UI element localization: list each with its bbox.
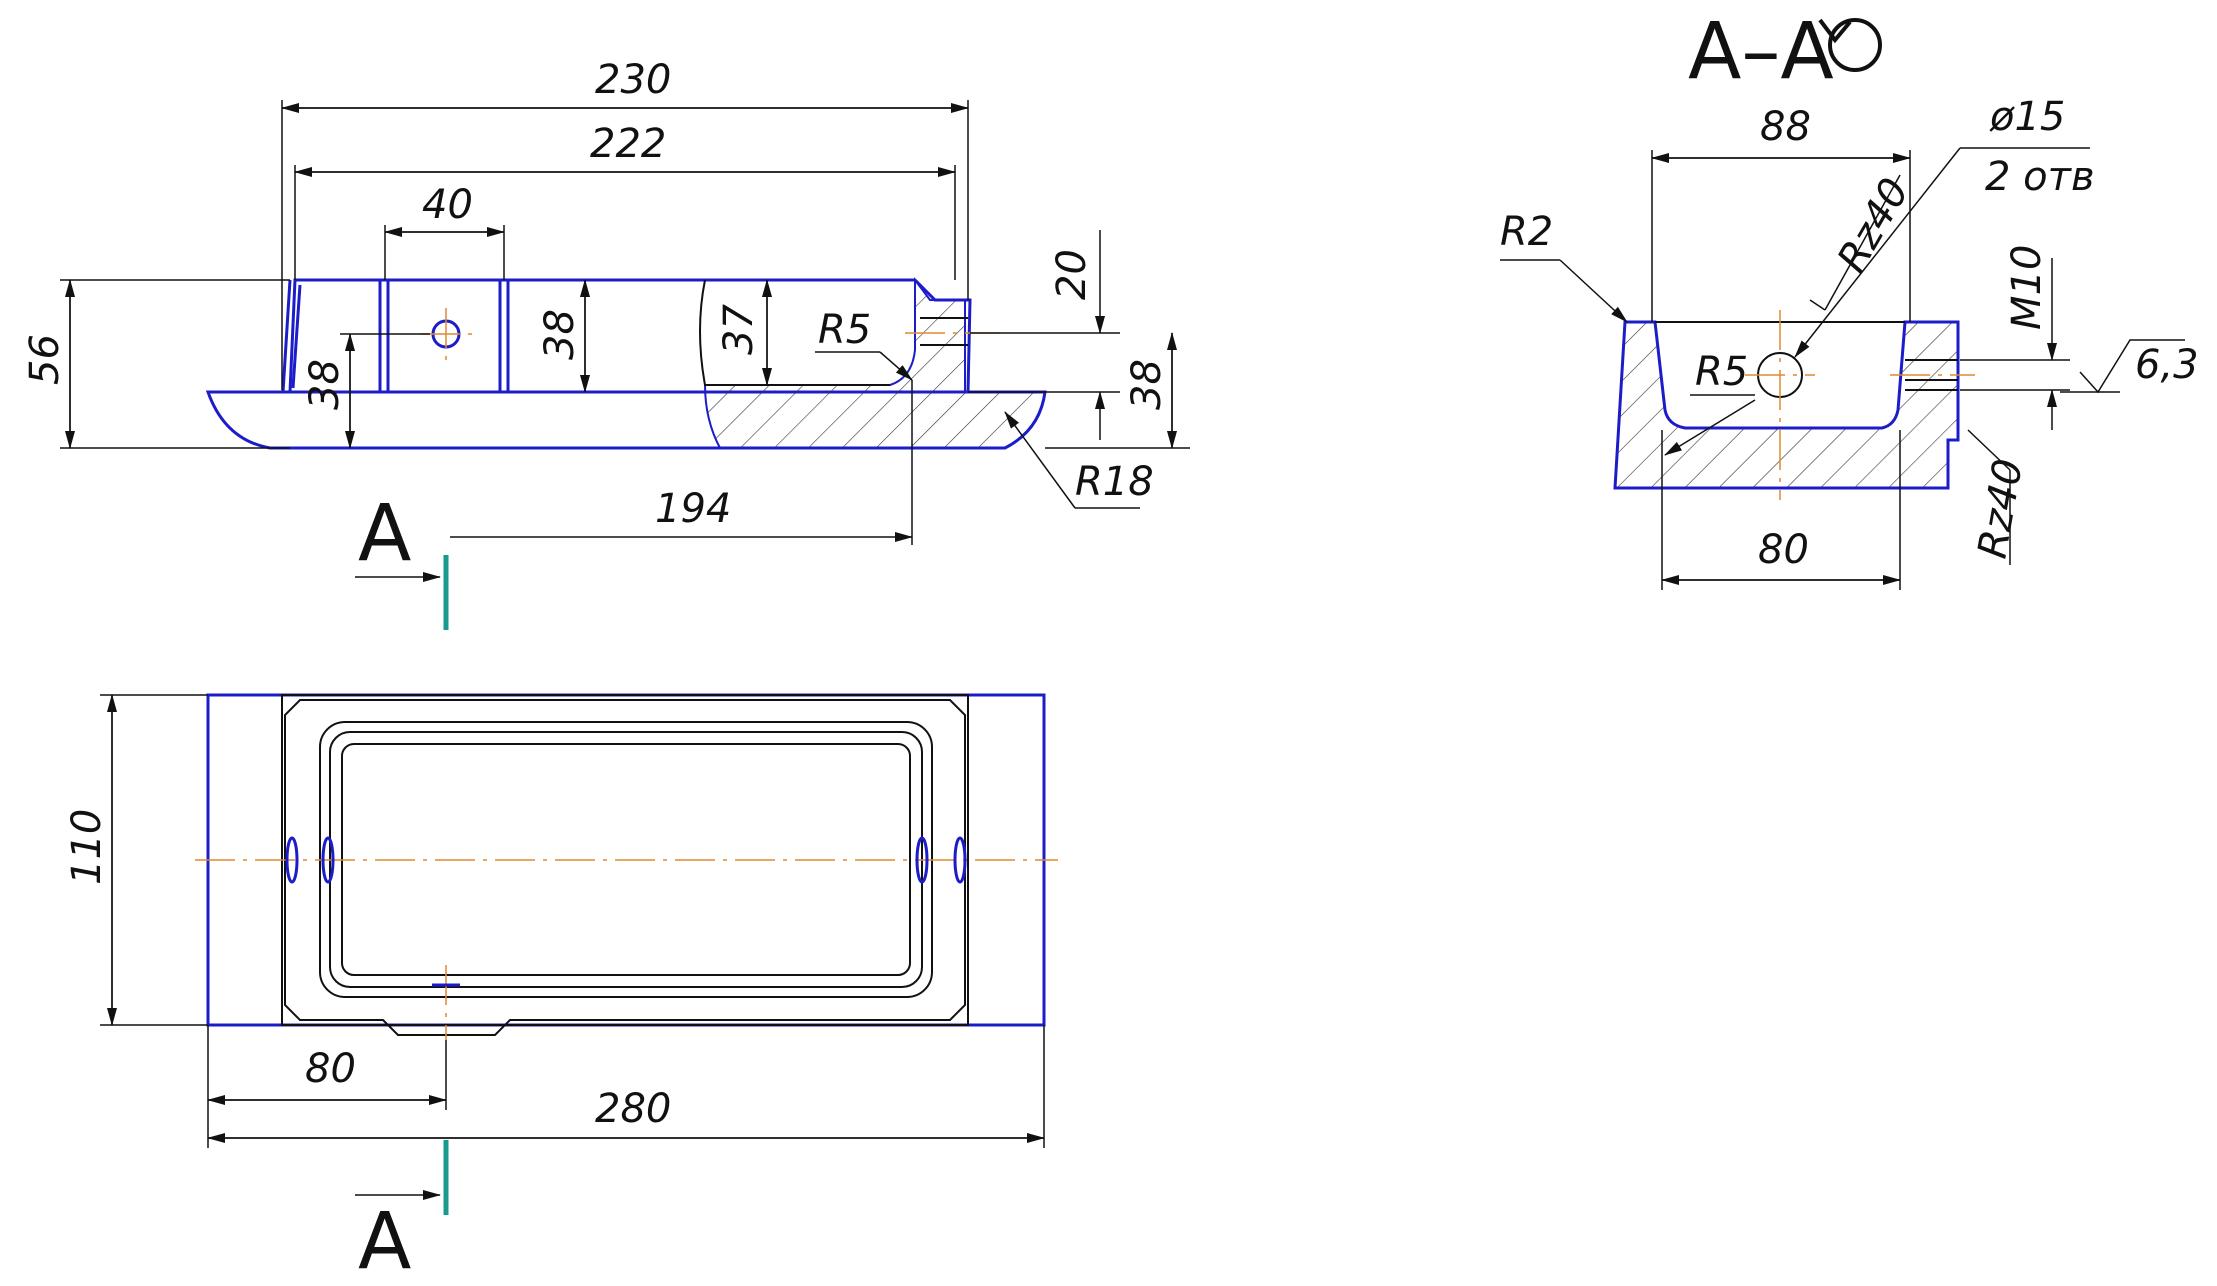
dim-r5-section: R5 [1695, 349, 1748, 395]
dim-r18: R18 [1075, 459, 1154, 505]
dim-280: 280 [595, 1086, 671, 1132]
cut-marker-top: А [355, 489, 449, 630]
dim-56: 56 [22, 334, 68, 385]
dim-m10: М10 [2004, 245, 2050, 330]
dim-110: 110 [64, 809, 110, 885]
dim-37: 37 [716, 304, 762, 355]
dim-20: 20 [1049, 249, 1095, 300]
dim-hole-count: 2 отв [1985, 154, 2095, 200]
dim-rz40-top: Rz40 [1829, 171, 1919, 280]
cut-label-bottom: А [358, 1197, 411, 1286]
dim-surface: 6,3 [2135, 342, 2199, 388]
dim-80-section: 80 [1758, 527, 1809, 573]
dim-r2: R2 [1500, 209, 1553, 255]
dim-40: 40 [422, 182, 473, 228]
section-view: А–А [1613, 7, 1975, 500]
rotation-icon [1818, 18, 1882, 72]
dim-230: 230 [595, 57, 671, 103]
dim-38-a: 38 [302, 359, 348, 410]
plan-view [195, 693, 1058, 1040]
front-view [205, 277, 1047, 450]
dim-222: 222 [590, 121, 666, 167]
dim-88: 88 [1760, 104, 1811, 150]
front-view-dimensions: 230 222 40 56 38 38 37 R5 [22, 57, 1190, 545]
dim-r5-front: R5 [818, 307, 871, 353]
dim-rz40-right: Rz40 [1970, 456, 2033, 562]
cut-marker-bottom: А [355, 1140, 449, 1286]
dim-194: 194 [655, 486, 731, 532]
dim-hole-dia: ø15 [1989, 94, 2065, 140]
plan-view-dimensions: 110 80 280 [64, 694, 1045, 1148]
section-title: А–А [1688, 7, 1834, 97]
dim-38-c: 38 [1124, 359, 1170, 410]
dim-80-plan: 80 [305, 1046, 356, 1092]
section-view-dimensions: 88 ø15 2 отв Rz40 R2 R5 М10 6,3 Rz40 [1500, 94, 2199, 590]
cut-label-top: А [358, 489, 411, 579]
dim-38-b: 38 [537, 309, 583, 360]
